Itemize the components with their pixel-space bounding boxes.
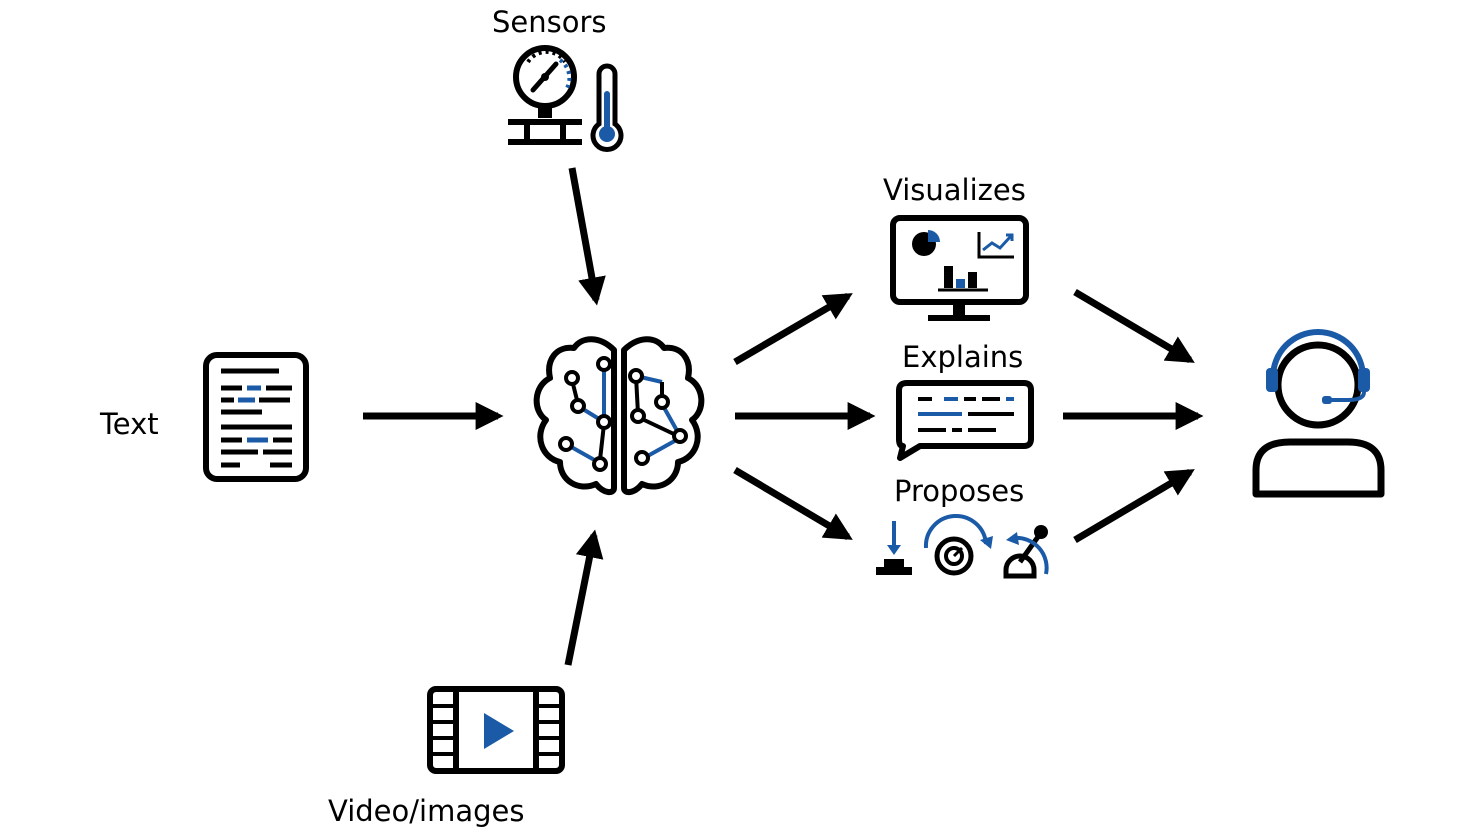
thermometer-icon [590, 63, 624, 152]
monitor-dashboard-icon [890, 215, 1029, 321]
arrow-visualizes-to-operator [1073, 288, 1195, 364]
visualizes-label: Visualizes [883, 173, 1026, 207]
headset-operator-icon [1252, 329, 1385, 498]
rotary-knob-icon [923, 513, 993, 576]
pressure-gauge-icon [508, 45, 582, 145]
speech-bubble-icon [896, 380, 1034, 461]
text-label: Text [100, 407, 159, 441]
push-button-icon [876, 521, 912, 575]
explains-label: Explains [902, 340, 1024, 374]
arrow-ai-to-visualizes [733, 292, 853, 366]
arrow-sensors-to-ai [568, 167, 606, 306]
brain-circuit-icon [533, 336, 705, 496]
arrow-video-to-ai [564, 529, 604, 666]
document-icon [203, 352, 309, 482]
proposes-label: Proposes [894, 474, 1025, 508]
lever-icon [1003, 525, 1049, 579]
flow-arrows [363, 167, 1204, 666]
arrow-proposes-to-operator [1073, 468, 1195, 544]
arrow-ai-to-proposes [733, 466, 853, 541]
film-play-icon [427, 686, 565, 774]
video-images-label: Video/images [328, 794, 525, 828]
sensors-label: Sensors [492, 5, 607, 39]
